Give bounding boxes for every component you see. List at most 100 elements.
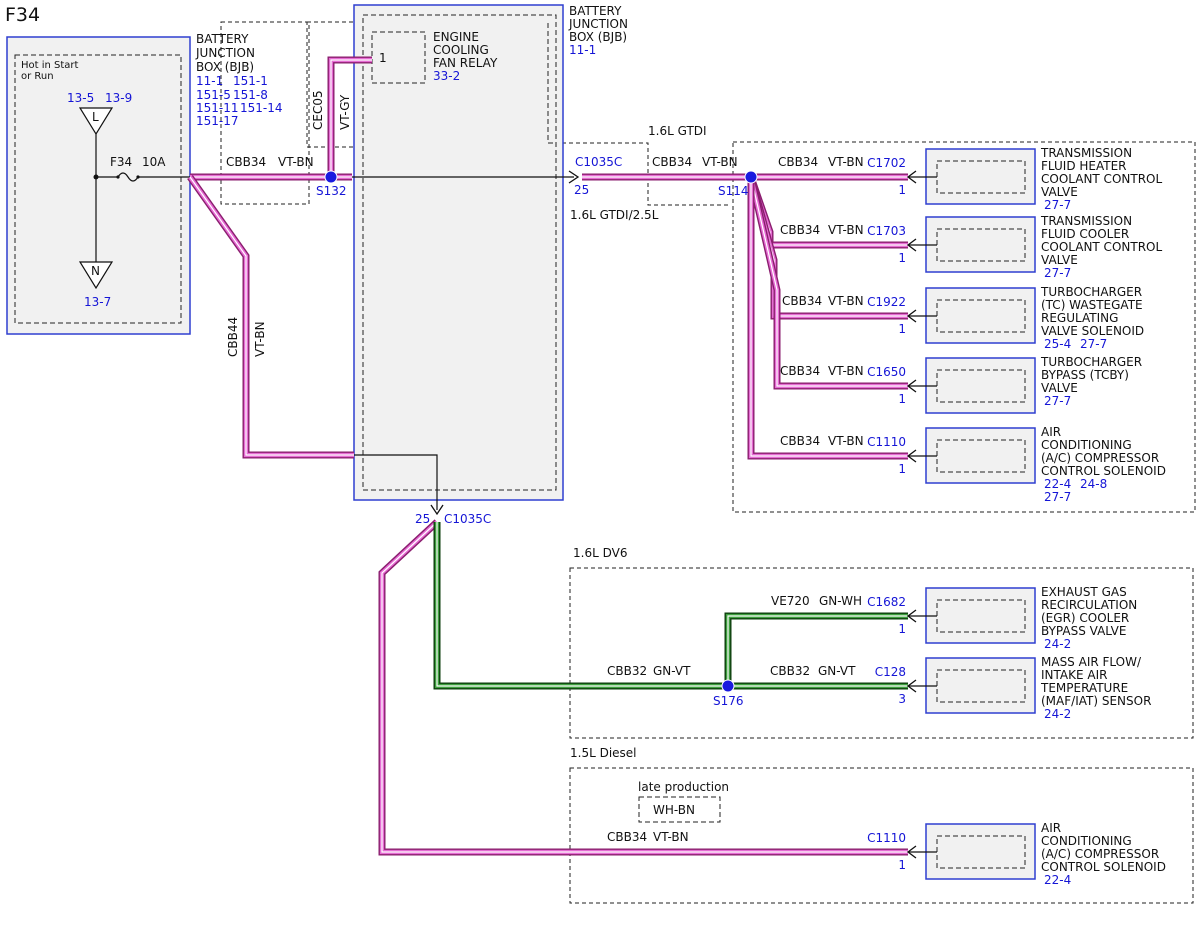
wire-label: GN-WH: [819, 594, 862, 608]
bjb-left-name-3: BOX (BJB): [196, 60, 254, 74]
bjb-left-ref: 151-5: [196, 88, 231, 102]
wire-label: GN-VT: [818, 664, 856, 678]
group-label: 1.5L Diesel: [570, 746, 637, 760]
component-box: [925, 216, 1036, 273]
n-triangle-icon: [78, 261, 114, 290]
component-ref: 24-8: [1080, 477, 1107, 491]
component-box: [925, 148, 1036, 205]
wire-cbb44: [187, 174, 354, 459]
bjb-left-ref: 151-11: [196, 101, 239, 115]
bjb-left-ref: 151-1: [233, 74, 268, 88]
component-ref: 22-4: [1044, 477, 1071, 491]
component-name: TRANSMISSION: [1040, 146, 1132, 160]
wire-label: VT-BN: [278, 155, 314, 169]
component-name: TURBOCHARGER: [1040, 285, 1142, 299]
wire-label: CBB34: [652, 155, 692, 169]
bjb-left-ref: 11-1: [196, 74, 223, 88]
bjb-right-box: [353, 4, 564, 501]
component-name: MASS AIR FLOW/: [1041, 655, 1142, 669]
wire-label: CBB32: [770, 664, 810, 678]
bjb-left-name-2: JUNCTION: [195, 46, 255, 60]
component-ref: 24-2: [1044, 707, 1071, 721]
fuse-terminal: [116, 175, 120, 179]
wire-label: CBB34: [780, 223, 820, 237]
connector-arrow-icon: [906, 845, 917, 859]
hot-label-2: or Run: [21, 71, 54, 82]
component-ref: 22-4: [1044, 873, 1071, 887]
fuse-amps: 10A: [142, 155, 166, 169]
bjb-wiring-area-box: [220, 21, 310, 205]
dv6-group-box: [569, 567, 1194, 739]
component-name: (A/C) COMPRESSOR: [1041, 451, 1159, 465]
relay-ref: 33-2: [433, 69, 460, 83]
component-name: TEMPERATURE: [1040, 681, 1128, 695]
connector-pin: 25: [415, 512, 430, 526]
connector-arrow-icon: [906, 309, 917, 323]
bjb-internal-wire-2: [354, 454, 438, 510]
wire-label: VT-BN: [653, 830, 689, 844]
group-label: late production: [638, 780, 729, 794]
connector-label: C1110: [867, 435, 906, 449]
connector-arrow-icon: [906, 170, 917, 184]
l-triangle-icon: [78, 107, 114, 136]
wire-label: CBB34: [226, 155, 266, 169]
wire-cbb32: [433, 522, 908, 690]
wire-label: VT-BN: [828, 223, 864, 237]
connector-arrow-icon: [906, 449, 917, 463]
connector-label: C1703: [867, 224, 906, 238]
splice-s132: [324, 170, 338, 184]
wire-label: GN-VT: [653, 664, 691, 678]
connector-arrow-icon: [906, 238, 917, 252]
page-title: F34: [5, 4, 40, 26]
component-name: VALVE: [1041, 185, 1078, 199]
component-name: CONDITIONING: [1041, 834, 1132, 848]
component-name: TURBOCHARGER: [1040, 355, 1142, 369]
connector-label: C1922: [867, 295, 906, 309]
connector-pin: 1: [898, 858, 906, 872]
wire-label: VE720: [771, 594, 810, 608]
component-name: (TC) WASTEGATE: [1041, 298, 1143, 312]
connector-pin: 1: [898, 622, 906, 636]
component-name: REGULATING: [1041, 311, 1118, 325]
component-ref: 27-7: [1080, 337, 1107, 351]
bjb-right-name-1: BATTERY: [569, 4, 622, 18]
wire-to-c1650: [747, 176, 908, 390]
bjb-left-name-1: BATTERY: [196, 32, 249, 46]
wire-label: CBB34: [782, 294, 822, 308]
component-name: (EGR) COOLER: [1041, 611, 1129, 625]
component-name: TRANSMISSION: [1040, 214, 1132, 228]
gtdi25-boundary: [562, 142, 730, 206]
connector-pin: 1: [898, 183, 906, 197]
wire-cec05: [327, 56, 372, 177]
bjb-right-name-2: JUNCTION: [568, 17, 628, 31]
component-ref: 27-7: [1044, 198, 1071, 212]
bjb-left-inner: [14, 54, 182, 324]
bjb-left-ref: 151-14: [240, 101, 283, 115]
late-production-box: [638, 796, 721, 823]
wire-label: VT-BN: [828, 294, 864, 308]
connector-c1035c: C1035C: [575, 155, 622, 169]
relay-name-1: ENGINE: [433, 30, 479, 44]
wire-label: CBB34: [780, 364, 820, 378]
component-ref: 27-7: [1044, 490, 1071, 504]
component-ref: 24-2: [1044, 637, 1071, 651]
component-name: (MAF/IAT) SENSOR: [1041, 694, 1151, 708]
component-name: AIR: [1041, 821, 1061, 835]
group-label: 1.6L DV6: [573, 546, 627, 560]
bjb-right-inner-line: [547, 23, 556, 144]
component-name: BYPASS (TCBY): [1041, 368, 1129, 382]
component-name: VALVE SOLENOID: [1041, 324, 1144, 338]
connector-label: C1682: [867, 595, 906, 609]
diesel-group-box: [569, 767, 1194, 904]
l-ref-1: 13-5: [67, 91, 94, 105]
wire-label: VT-BN: [253, 321, 267, 357]
component-name: (A/C) COMPRESSOR: [1041, 847, 1159, 861]
connector-label: C1702: [867, 156, 906, 170]
component-ref: 27-7: [1044, 266, 1071, 280]
hot-label-1: Hot in Start: [21, 60, 79, 71]
l-letter: L: [92, 110, 99, 124]
wire-label: CEC05: [311, 90, 325, 130]
group-label: 1.6L GTDI: [648, 124, 707, 138]
component-box: [925, 357, 1036, 414]
